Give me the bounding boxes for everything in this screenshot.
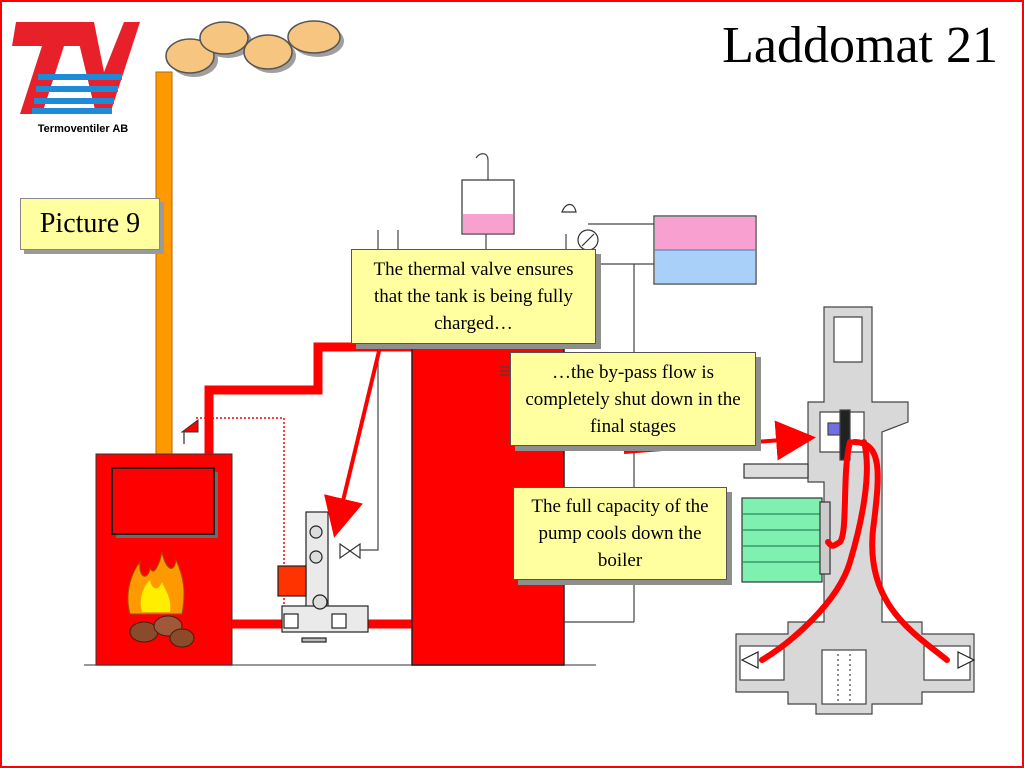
logo-tv-icon — [12, 22, 140, 114]
callout-bypass-text: …the by-pass flow is completely shut dow… — [525, 361, 741, 437]
picture-label: Picture 9 — [20, 198, 160, 250]
callout-thermal-valve-text: The thermal valve ensures that the tank … — [373, 259, 574, 334]
callout-thermal-valve: The thermal valve ensures that the tank … — [351, 249, 596, 344]
gauge-icon — [561, 203, 599, 251]
expansion-tank — [653, 215, 757, 285]
page-title: Laddomat 21 — [722, 17, 998, 74]
flame-icon — [127, 551, 195, 648]
thermometer-icon — [180, 419, 199, 444]
expansion-vessel-open — [461, 179, 515, 235]
shutoff-valve-icon — [339, 542, 361, 560]
laddomat-small — [277, 511, 369, 643]
company-name: Termoventiler AB — [37, 123, 129, 135]
callout-pump-text: The full capacity of the pump cools down… — [531, 496, 709, 571]
chimney — [155, 71, 173, 457]
arrow-icon — [740, 651, 976, 669]
callout-pump: The full capacity of the pump cools down… — [513, 487, 727, 580]
callout-bypass: …the by-pass flow is completely shut dow… — [510, 352, 756, 446]
smoke-cloud-icon — [165, 20, 344, 77]
pump-icon — [741, 463, 831, 583]
sensor-line — [196, 417, 285, 612]
flow-lines — [759, 439, 950, 663]
